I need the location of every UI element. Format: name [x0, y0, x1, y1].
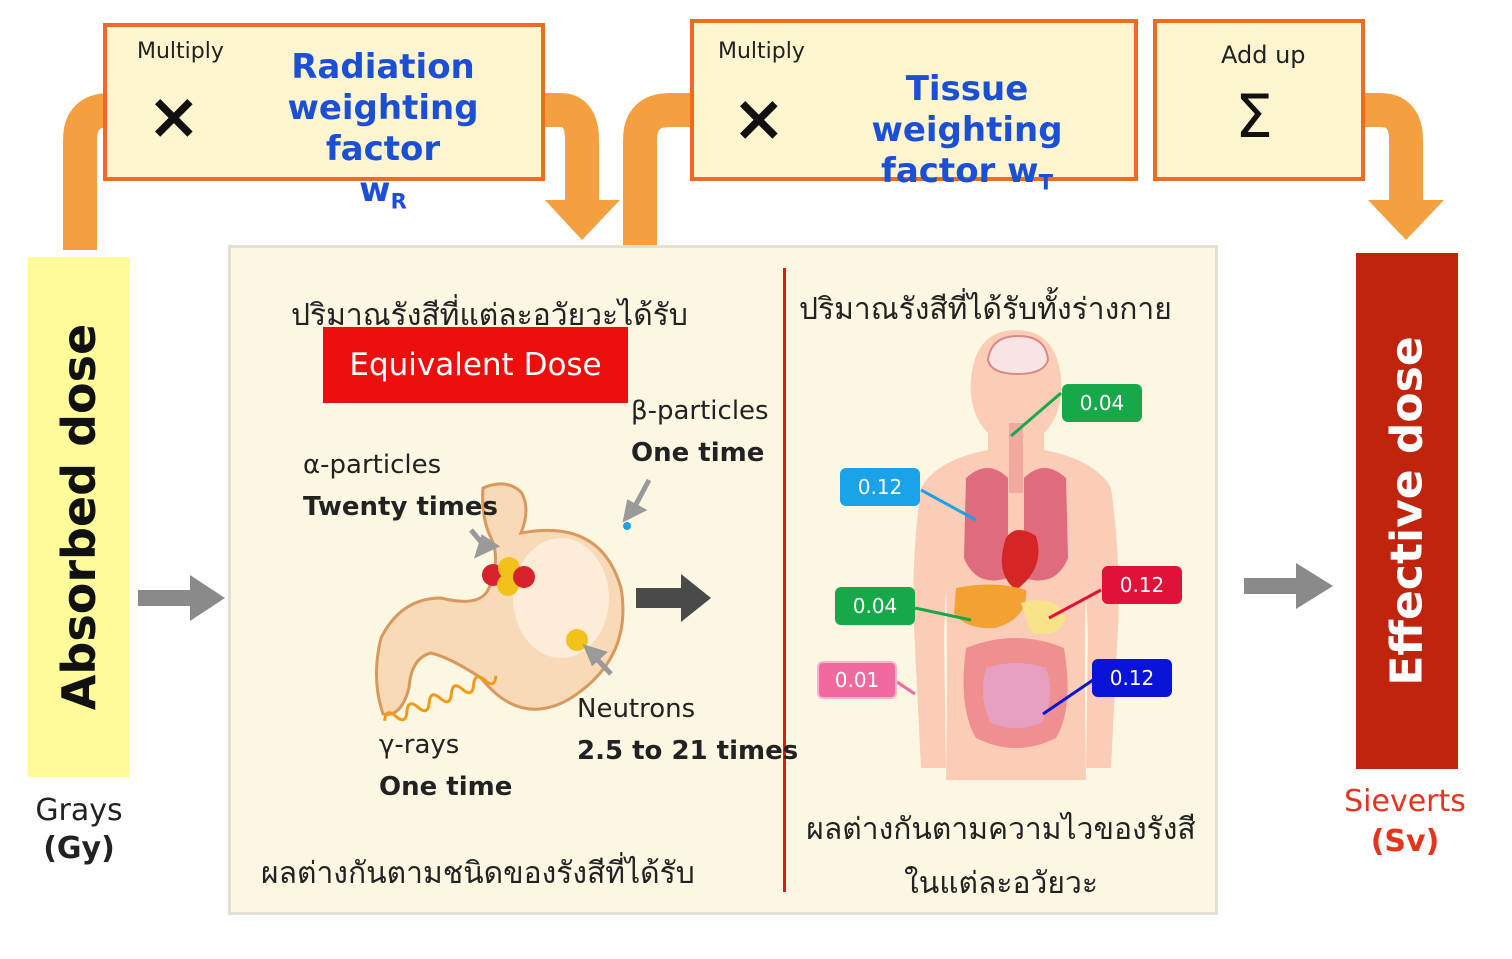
arrow-curve-4 [1360, 93, 1423, 205]
grey-arrow-left [138, 575, 225, 621]
whole-body-footer-line1: ผลต่างกันตามความไวของรังสี [806, 812, 1196, 847]
factor-badge-small-organ: 0.01 [817, 661, 897, 699]
neutron-name: Neutrons [577, 694, 696, 724]
stomach-to-body-arrow [636, 574, 711, 622]
multiply-icon: × [147, 80, 201, 154]
equivalent-dose-badge: Equivalent Dose [323, 327, 628, 403]
effective-unit: Sieverts (Sv) [1330, 782, 1480, 862]
radiation-weighting-title: Radiation weighting factor wR [233, 47, 533, 221]
beta-name: β-particles [631, 396, 769, 426]
beta-label: β-particles One time [631, 390, 769, 474]
alpha-label: α-particles Twenty times [303, 444, 498, 528]
tissue-weighting-box: Multiply × Tissue weighting factor wT [690, 19, 1138, 194]
tissue-title-line2: factor wT [881, 151, 1053, 195]
arrow-head-1 [545, 200, 620, 240]
grey-arrow-right [1244, 563, 1333, 609]
multiply-icon: × [732, 82, 786, 156]
gy-symbol: (Gy) [43, 831, 115, 866]
beta-factor: One time [631, 438, 765, 468]
multiply-label: Multiply [718, 39, 805, 64]
liver-icon [954, 584, 1027, 629]
equivalent-footer: ผลต่างกันตามชนิดของรังสีที่ได้รับ [261, 856, 695, 891]
whole-body-heading: ปริมาณรังสีที่ได้รับทั้งร่างกาย [799, 292, 1172, 327]
stomach-illustration [374, 482, 631, 722]
tissue-weighting-title: Tissue weighting factor wT [812, 69, 1122, 202]
radiation-symbol: wR [359, 170, 407, 214]
heart-icon [1001, 529, 1039, 590]
gamma-label: γ-rays One time [379, 724, 512, 808]
divider [783, 268, 786, 892]
multiply-label: Multiply [137, 39, 224, 64]
sum-box: Add up Σ [1153, 19, 1365, 181]
tissue-title-line1: Tissue weighting [871, 69, 1063, 150]
alpha-name: α-particles [303, 450, 442, 480]
gamma-name: γ-rays [379, 730, 460, 760]
factor-badge-colon: 0.12 [1092, 659, 1172, 697]
effective-dose-bar: Effective dose [1356, 253, 1458, 769]
sigma-icon: Σ [1235, 82, 1273, 152]
brain-icon [986, 334, 1050, 376]
arrow-curve-3 [623, 93, 700, 245]
absorbed-dose-bar: Absorbed dose [28, 257, 130, 777]
small-intestine-icon [982, 663, 1050, 728]
particle-pointers [469, 478, 711, 676]
radiation-weighting-box: Multiply × Radiation weighting factor wR [103, 23, 545, 213]
whole-body-footer: ผลต่างกันตามความไวของรังสี ในแต่ละอวัยวะ [791, 803, 1211, 911]
factor-connectors [896, 391, 1102, 716]
factor-badge-liver: 0.04 [835, 587, 915, 625]
neutron-icon [566, 629, 588, 651]
grays-label: Grays [35, 793, 123, 828]
radiation-title-line2: weighting factor [287, 88, 479, 169]
factor-badge-brain: 0.04 [1062, 384, 1142, 422]
human-body-illustration [913, 330, 1119, 780]
sv-symbol: (Sv) [1370, 824, 1440, 859]
trachea [1009, 423, 1023, 493]
effective-dose-title: Effective dose [1381, 336, 1433, 686]
arrow-curve-2 [540, 93, 599, 205]
alpha-factor: Twenty times [303, 492, 499, 522]
gamma-ray-icon [383, 675, 498, 722]
add-up-label: Add up [1221, 41, 1306, 69]
left-lung-icon [964, 468, 1008, 581]
beta-particle-icon [623, 522, 631, 530]
main-panel: ปริมาณรังสีที่แต่ละอวัยวะได้รับ Equivale… [228, 245, 1218, 915]
gamma-factor: One time [379, 772, 513, 802]
sieverts-label: Sieverts [1344, 784, 1466, 819]
absorbed-dose-title: Absorbed dose [52, 323, 106, 711]
factor-badge-lung: 0.12 [840, 468, 920, 506]
arrow-head-2 [1368, 200, 1444, 240]
stomach-organ-icon [1021, 600, 1066, 634]
factor-badge-stomach: 0.12 [1102, 566, 1182, 604]
absorbed-unit: Grays (Gy) [28, 792, 130, 868]
neutron-factor: 2.5 to 21 times [577, 736, 799, 766]
radiation-title-line1: Radiation [291, 47, 475, 87]
neutron-label: Neutrons 2.5 to 21 times [577, 688, 798, 772]
whole-body-footer-line2: ในแต่ละอวัยวะ [904, 866, 1098, 901]
